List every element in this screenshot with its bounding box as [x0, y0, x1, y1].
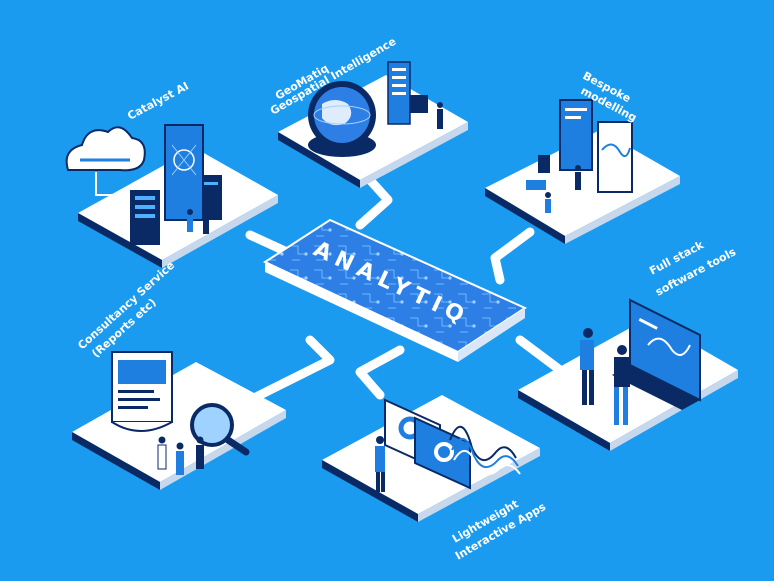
connector-fullstack — [515, 335, 565, 375]
node-geomatiq: GeoMatiq Geospatial Intelligence — [268, 35, 468, 188]
report-document-icon — [111, 351, 173, 432]
node-consultancy: Consultancy Service (Reports etc) — [72, 259, 286, 490]
node-bespoke-modelling: Bespoke modelling — [485, 69, 680, 244]
person-icon — [375, 436, 385, 492]
person-icon — [187, 209, 209, 234]
connector-consultancy — [235, 335, 335, 410]
wave-chart-icon — [449, 426, 521, 475]
ai-screen-icon — [164, 124, 204, 221]
globe-icon — [308, 81, 376, 157]
catalyst-label: Catalyst AI — [125, 80, 191, 123]
node-analytiq-center: ANALYTIQ — [262, 218, 528, 362]
app-panel-icon — [384, 398, 471, 490]
dashboard-screen-icon — [559, 99, 633, 193]
person-icon — [437, 102, 443, 129]
chart-bar-icon — [526, 155, 550, 190]
connector-geomatiq — [355, 175, 393, 230]
connector-bespoke — [490, 227, 535, 285]
person-icon — [157, 436, 204, 475]
node-catalyst-ai: Catalyst AI — [65, 80, 278, 268]
node-lightweight-apps: Lightweight Interactive Apps — [322, 395, 548, 563]
consultancy-label-line1: Consultancy Service — [75, 259, 177, 353]
person-icon — [580, 328, 630, 425]
node-full-stack: Full stack software tools — [518, 238, 739, 451]
server-rack-icon — [130, 175, 222, 245]
laptop-icon — [612, 298, 701, 410]
person-icon — [545, 165, 581, 213]
cloud-icon — [65, 126, 146, 196]
magnifier-icon — [190, 403, 250, 456]
building-icon — [387, 61, 428, 125]
connector-lightweight — [355, 345, 405, 400]
